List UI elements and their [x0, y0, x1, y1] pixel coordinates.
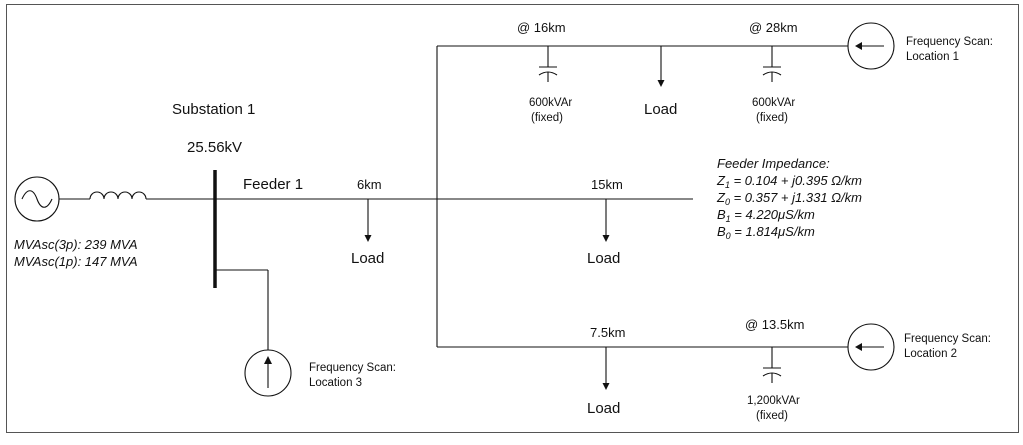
cap-rating-13-5km: 1,200kVAr: [747, 395, 800, 407]
impedance-title: Feeder Impedance:: [717, 156, 830, 171]
load-arrow-top: [657, 46, 665, 87]
cap-rating-16km: 600kVAr: [529, 97, 572, 109]
scan1-line1: Frequency Scan:: [906, 36, 993, 48]
load-label-6km: Load: [351, 250, 384, 267]
top-distance-28km: @ 28km: [749, 20, 798, 35]
scan2-line1: Frequency Scan:: [904, 333, 991, 345]
ac-source-icon: [14, 176, 60, 222]
bottom-distance-7-5km: 7.5km: [590, 325, 625, 340]
bottom-distance-13-5km: @ 13.5km: [745, 317, 804, 332]
diagram-frame: [6, 4, 1019, 433]
scan3-line1: Frequency Scan:: [309, 362, 396, 374]
load-arrow-bottom: [602, 347, 610, 390]
mvasc-1p-label: MVAsc(1p): 147 MVA: [14, 254, 138, 269]
impedance-z0: Z0 = 0.357 + j1.331 Ω/km: [716, 190, 862, 207]
load-arrow-6km: [364, 199, 372, 242]
impedance-b0: B0 = 1.814μS/km: [717, 224, 815, 241]
scan1-line2: Location 1: [906, 51, 959, 63]
feeder-distance-6km: 6km: [357, 177, 382, 192]
inductor-icon: [89, 191, 147, 200]
cap-note-13-5km: (fixed): [756, 410, 788, 422]
impedance-b1: B1 = 4.220μS/km: [717, 207, 815, 224]
feeder-name: Feeder 1: [243, 176, 303, 193]
substation-name: Substation 1: [172, 101, 255, 118]
top-distance-16km: @ 16km: [517, 20, 566, 35]
capacitor-icon-16km: [538, 46, 558, 82]
current-source-icon-location-2: [847, 323, 895, 371]
current-source-icon-location-1: [847, 22, 895, 70]
load-label-15km: Load: [587, 250, 620, 267]
load-arrow-15km: [602, 199, 610, 242]
impedance-z1: Z1 = 0.104 + j0.395 Ω/km: [716, 173, 862, 190]
load-label-top: Load: [644, 101, 677, 118]
scan2-line2: Location 2: [904, 348, 957, 360]
feeder-distance-15km: 15km: [591, 177, 623, 192]
load-label-bottom: Load: [587, 400, 620, 417]
capacitor-icon-28km: [762, 46, 782, 82]
cap-rating-28km: 600kVAr: [752, 97, 795, 109]
capacitor-icon-13-5km: [762, 347, 782, 383]
cap-note-16km: (fixed): [531, 112, 563, 124]
mvasc-3p-label: MVAsc(3p): 239 MVA: [14, 237, 138, 252]
cap-note-28km: (fixed): [756, 112, 788, 124]
substation-voltage: 25.56kV: [187, 139, 242, 156]
current-source-icon-location-3: [244, 349, 292, 397]
scan3-line2: Location 3: [309, 377, 362, 389]
